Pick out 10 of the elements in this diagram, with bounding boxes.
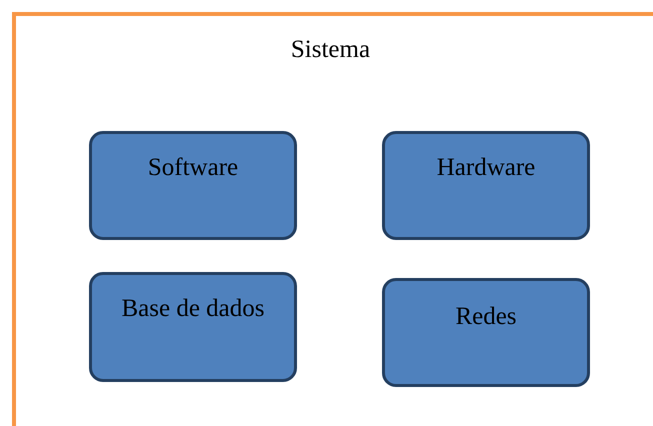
component-label: Base de dados <box>121 294 265 324</box>
component-box <box>89 131 297 240</box>
container-title: Sistema <box>290 35 372 65</box>
component-box <box>89 272 297 382</box>
component-label: Software <box>148 153 238 183</box>
component-label: Hardware <box>436 153 536 183</box>
component-label: Redes <box>455 302 517 332</box>
component-box <box>382 278 590 387</box>
component-box <box>382 131 590 240</box>
container-frame <box>12 12 653 426</box>
